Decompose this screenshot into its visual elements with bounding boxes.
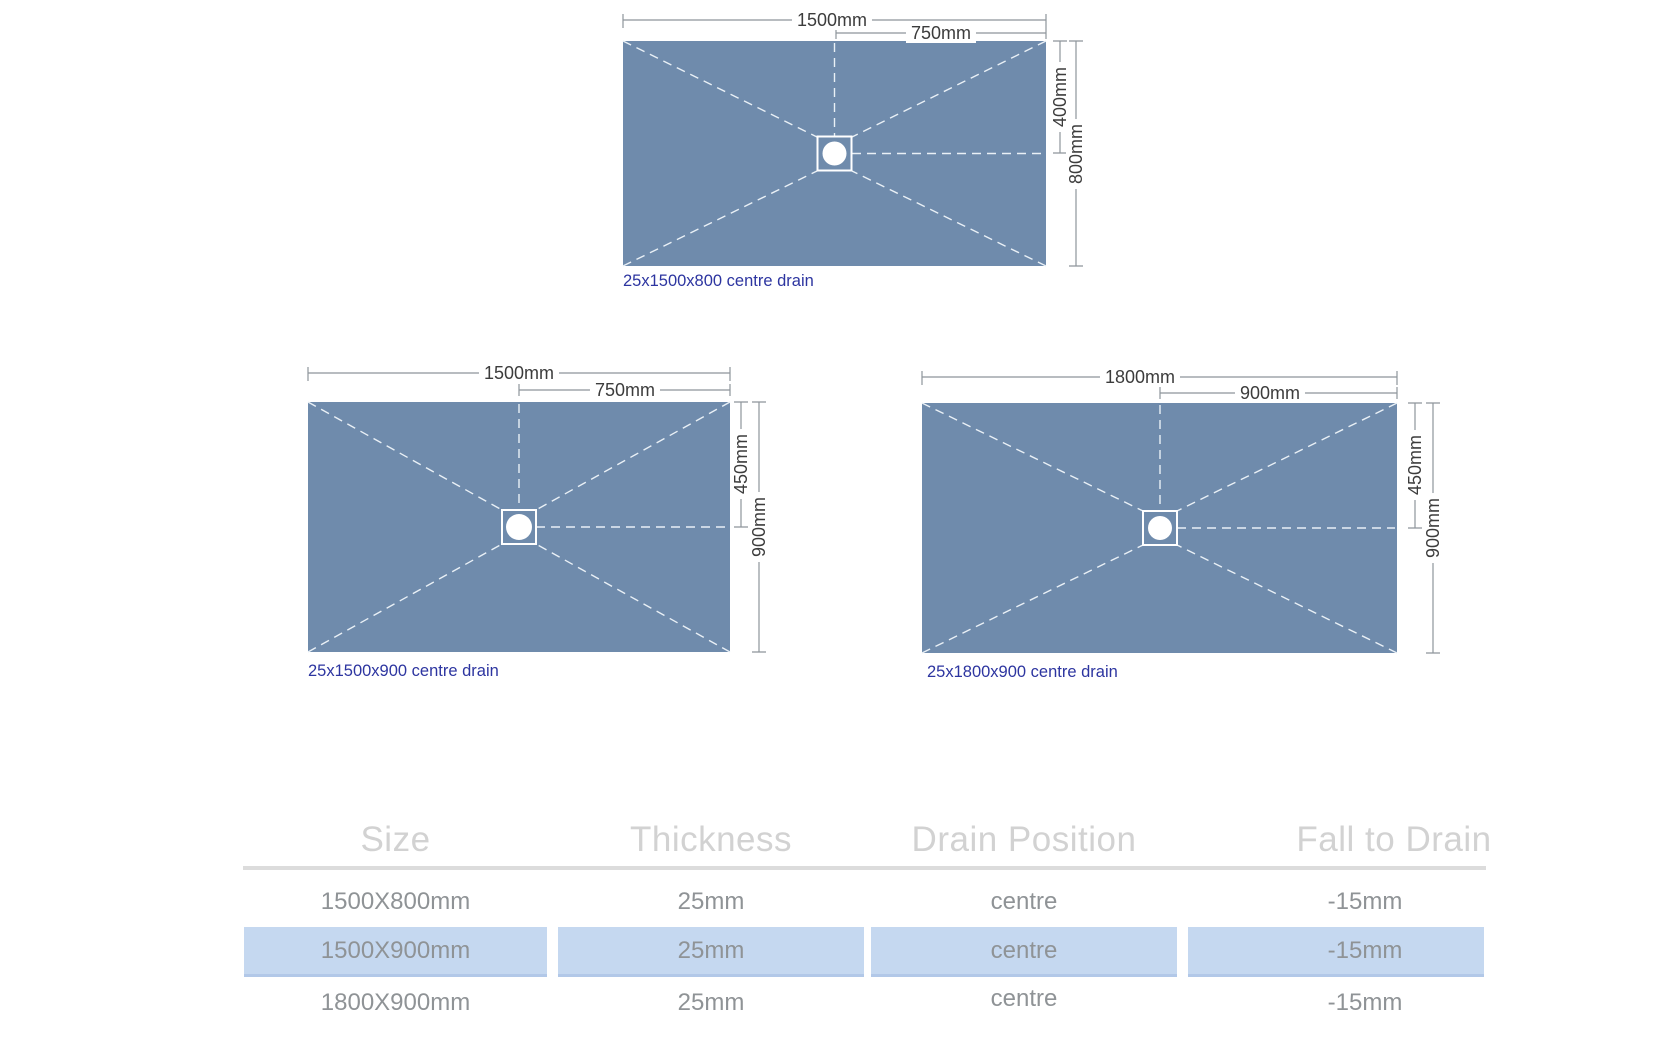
drain-square <box>1142 510 1178 546</box>
fall-lines <box>307 401 731 653</box>
dim-label-half-width: 900mm <box>1234 383 1306 403</box>
table-header-drain-position: Drain Position <box>911 820 1137 859</box>
drain-circle-icon <box>822 141 847 166</box>
table-cell-size: 1800X900mm <box>320 989 471 1016</box>
table-cell-size: 1500X900mm <box>244 927 547 977</box>
fall-lines <box>622 40 1047 267</box>
table-cell-drain-position: centre <box>990 888 1058 915</box>
diagram-caption: 25x1800x900 centre drain <box>927 663 1118 681</box>
drain-square <box>501 509 537 545</box>
table-cell-thickness: 25mm <box>677 989 745 1016</box>
dim-label-half-height: 450mm <box>731 428 751 500</box>
dim-label-half-width: 750mm <box>589 380 661 400</box>
table-cell-drain-position: centre <box>990 985 1058 1012</box>
table-cell-drain-position: centre <box>871 927 1177 977</box>
dim-label-width: 1500mm <box>478 363 560 383</box>
diagram-1500x800 <box>622 14 1083 267</box>
table-header-size: Size <box>360 820 431 859</box>
dim-label-width: 1500mm <box>791 10 873 30</box>
fall-lines <box>921 402 1398 654</box>
dim-label-half-height: 450mm <box>1405 429 1425 501</box>
table-cell-thickness: 25mm <box>677 888 745 915</box>
dim-label-height: 900mm <box>1423 492 1443 564</box>
dim-label-height: 800mm <box>1066 118 1086 190</box>
table-cell-fall-to-drain: -15mm <box>1327 989 1403 1016</box>
dim-label-width: 1800mm <box>1099 367 1181 387</box>
dim-label-height: 900mm <box>749 491 769 563</box>
table-cell-size: 1500X800mm <box>320 888 471 915</box>
diagram-caption: 25x1500x800 centre drain <box>623 272 814 290</box>
diagram-caption: 25x1500x900 centre drain <box>308 662 499 680</box>
diagram-1500x900 <box>307 367 766 653</box>
drain-square <box>816 135 853 172</box>
dim-label-half-width: 750mm <box>905 23 977 43</box>
table-cell-thickness: 25mm <box>558 927 864 977</box>
drain-circle-icon <box>506 514 532 540</box>
table-cell-fall-to-drain: -15mm <box>1188 927 1484 977</box>
drain-circle-icon <box>1148 516 1172 540</box>
table-cell-fall-to-drain: -15mm <box>1327 888 1403 915</box>
table-header-thickness: Thickness <box>629 820 793 859</box>
diagram-1800x900 <box>921 371 1440 654</box>
table-header-fall-to-drain: Fall to Drain <box>1296 820 1492 859</box>
table-header-divider <box>243 866 1486 870</box>
